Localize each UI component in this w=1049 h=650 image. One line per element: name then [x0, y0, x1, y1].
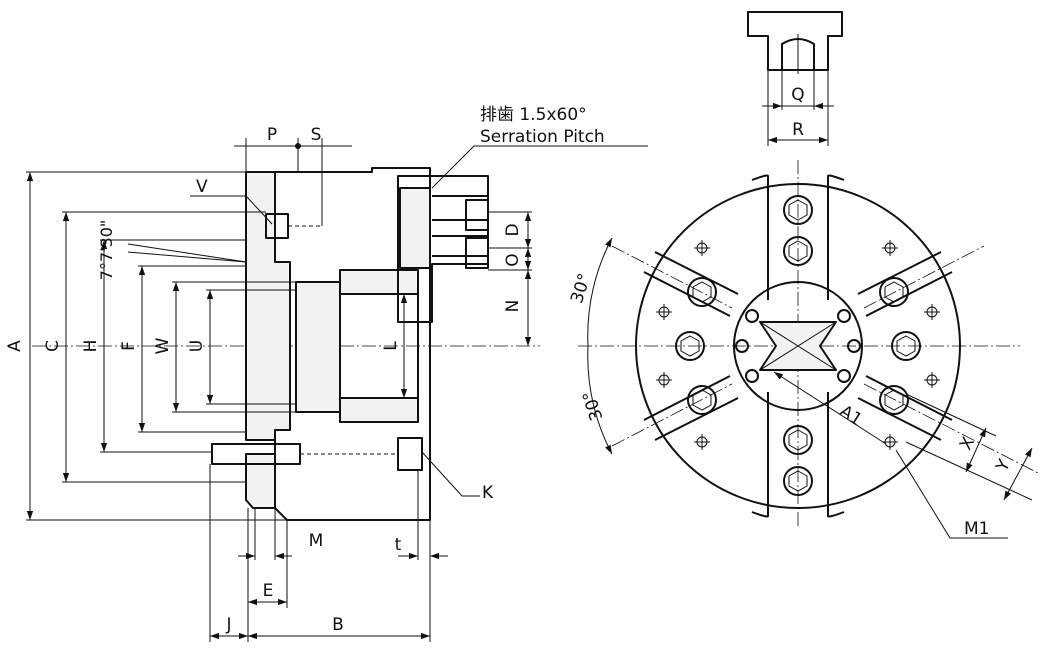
dim-label-m: M — [309, 531, 324, 551]
dim-label-p: P — [267, 125, 277, 145]
dim-label-l: L — [381, 341, 401, 351]
dim-label-e: E — [263, 581, 274, 601]
dim-label-t: t — [395, 535, 402, 555]
dim-label-w: W — [153, 337, 173, 354]
serration-caption: Serration Pitch — [480, 127, 605, 147]
dim-label-a1: A1 — [836, 401, 866, 430]
dim-label-v: V — [196, 177, 208, 197]
dim-label-s: S — [311, 125, 322, 145]
dim-label-c: C — [43, 340, 63, 352]
dim-label-j: J — [225, 615, 231, 635]
dim-label-f: F — [119, 341, 139, 351]
jaw-detail-view: Q R — [747, 11, 843, 146]
side-section-view: A C H F W U 7°7'30" L D O N P S V — [5, 105, 648, 642]
dim-label-y: Y — [992, 456, 1015, 476]
taper-angle-label: 7°7'30" — [97, 220, 116, 280]
dim-label-a: A — [5, 340, 25, 352]
dim-label-m1: M1 — [964, 519, 989, 539]
front-view: 30° 30° A1 X Y M1 — [567, 160, 1041, 539]
dim-label-h: H — [81, 340, 101, 353]
angle-label-lower: 30° — [579, 388, 607, 423]
dim-label-o: O — [503, 253, 523, 266]
dim-label-r: R — [792, 120, 804, 140]
dim-label-q: Q — [791, 85, 804, 105]
dim-label-b: B — [332, 615, 344, 635]
dim-label-d: D — [503, 223, 523, 236]
dim-label-n: N — [503, 300, 523, 313]
dim-label-u: U — [187, 340, 207, 352]
dim-label-k: K — [482, 483, 494, 503]
angle-label-upper: 30° — [567, 271, 595, 306]
serration-spec: 排歯 1.5x60° — [480, 105, 587, 125]
